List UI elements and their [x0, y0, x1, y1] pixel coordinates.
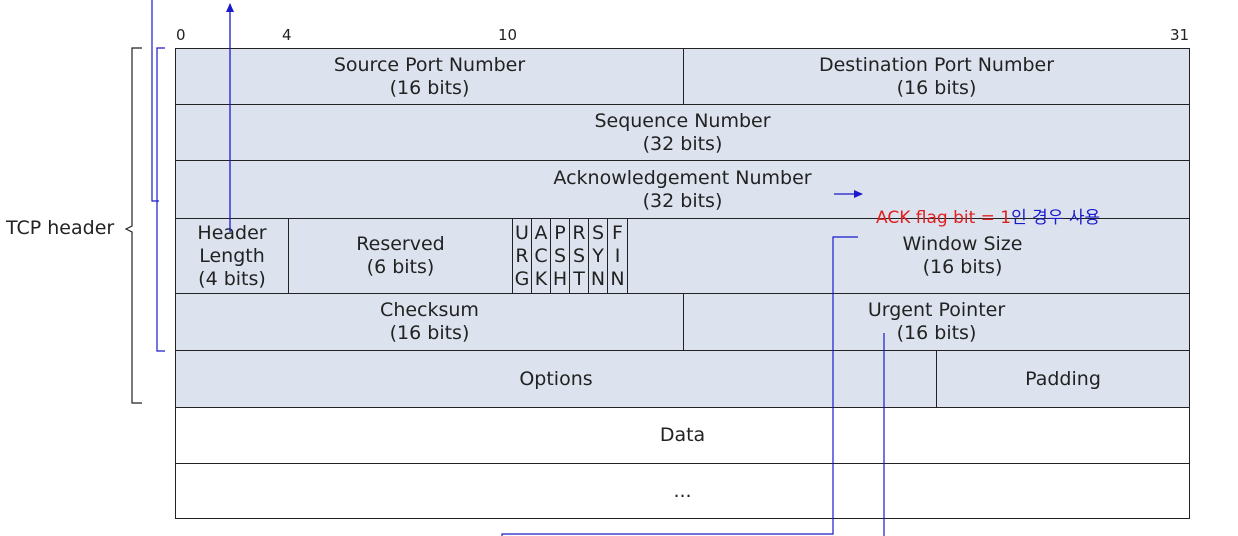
header-length-line1: Header [197, 221, 267, 244]
tcp-header-label: TCP header [6, 217, 115, 239]
first-rows-bracket [151, 0, 159, 202]
fixed-header-bracket [156, 47, 165, 352]
ack-flag-note: ACK flag bit = 1인 경우 사용 [876, 207, 1100, 229]
bit-position-31: 31 [1170, 26, 1190, 44]
reserved-field: Reserved (6 bits) [288, 218, 513, 294]
flag-letter: T [573, 267, 585, 290]
flag-letter: R [515, 244, 529, 267]
bit-position-10: 10 [498, 26, 518, 44]
source-port-field: Source Port Number (16 bits) [175, 48, 684, 105]
flag-letter: A [534, 221, 548, 244]
checksum-field: Checksum (16 bits) [175, 293, 684, 351]
urgent-pointer-field: Urgent Pointer (16 bits) [683, 293, 1190, 351]
window-size-name: Window Size [902, 233, 1023, 255]
bit-position-0: 0 [176, 26, 186, 44]
flag-letter: S [553, 244, 567, 267]
header-length-field: Header Length (4 bits) [175, 218, 289, 294]
ack-flag-note-condition: ACK flag bit = 1 [876, 208, 1012, 228]
flag-ack: A C K [531, 218, 551, 294]
urgent-pointer-name: Urgent Pointer [867, 299, 1006, 321]
data-name: Data [659, 424, 706, 446]
flag-letter: S [591, 221, 605, 244]
ack-flag-note-usage: 인 경우 사용 [1011, 208, 1101, 228]
flag-letter: C [534, 244, 548, 267]
sequence-number-name: Sequence Number [594, 109, 771, 132]
ack-number-bits: (32 bits) [642, 189, 723, 212]
continuation-ellipsis: ... [673, 479, 692, 502]
flag-letter: I [614, 244, 621, 267]
padding-field: Padding [936, 350, 1190, 408]
reserved-name: Reserved [356, 233, 445, 255]
window-size-bits: (16 bits) [922, 256, 1003, 278]
flag-letter: Y [592, 244, 604, 267]
window-size-field: Window Size (16 bits) [627, 218, 1190, 294]
destination-port-bits: (16 bits) [896, 76, 977, 99]
ack-number-field: Acknowledgement Number (32 bits) [175, 160, 1190, 219]
destination-port-field: Destination Port Number (16 bits) [683, 48, 1190, 105]
sequence-number-bits: (32 bits) [642, 132, 723, 155]
options-name: Options [519, 367, 593, 390]
flag-letter: H [552, 267, 568, 290]
ack-number-name: Acknowledgement Number [553, 166, 812, 189]
source-port-name: Source Port Number [333, 53, 526, 76]
destination-port-name: Destination Port Number [818, 53, 1055, 76]
continuation-field: ... [175, 463, 1190, 519]
flag-letter: P [554, 221, 566, 244]
options-field: Options [175, 350, 937, 408]
flag-psh: P S H [550, 218, 570, 294]
flag-letter: G [514, 267, 530, 290]
flag-urg: U R G [512, 218, 532, 294]
reserved-bits: (6 bits) [366, 256, 435, 278]
flag-letter: S [572, 244, 586, 267]
padding-name: Padding [1025, 367, 1101, 390]
flag-letter: R [572, 221, 586, 244]
header-length-line2: Length [199, 244, 265, 267]
checksum-name: Checksum [380, 299, 479, 321]
flag-letter: U [515, 221, 529, 244]
tcp-header-brace [124, 47, 142, 404]
source-port-bits: (16 bits) [389, 76, 470, 99]
header-length-bits: (4 bits) [198, 267, 266, 290]
bit-position-4: 4 [282, 26, 292, 44]
urgent-pointer-bits: (16 bits) [896, 322, 977, 344]
data-field: Data [175, 407, 1190, 464]
flag-letter: N [590, 267, 606, 290]
window-size-connector [501, 236, 858, 536]
checksum-bits: (16 bits) [389, 322, 470, 344]
flag-letter: K [534, 267, 548, 290]
flag-letter: F [612, 221, 623, 244]
flag-letter: N [610, 267, 625, 290]
